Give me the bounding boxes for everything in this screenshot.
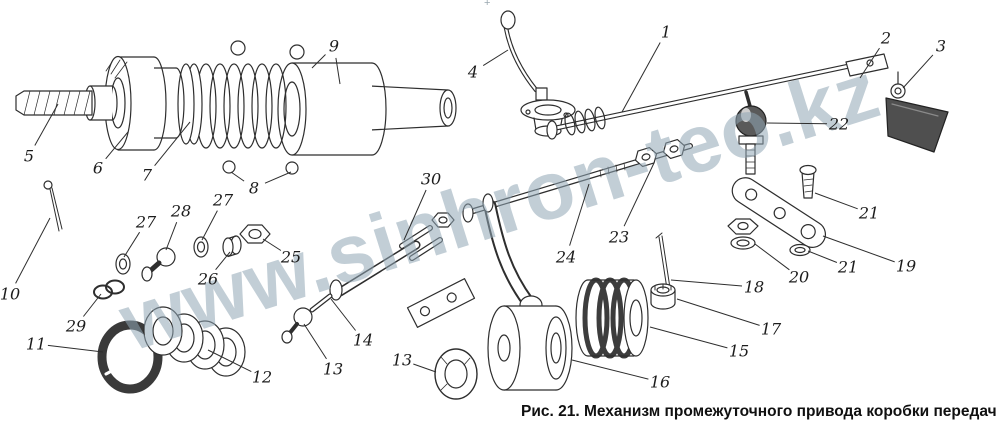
leader-line-17 [676, 298, 760, 326]
leader-line-13 [303, 323, 327, 360]
part-label-2: 2 [880, 28, 892, 48]
housing-cup [487, 305, 573, 391]
leader-line-19 [822, 235, 895, 263]
part-label-30: 30 [420, 169, 442, 189]
part-label-15: 15 [728, 341, 750, 361]
detent-ball [222, 160, 236, 174]
leader-line-30 [403, 189, 427, 241]
part-label-13: 13 [391, 350, 413, 370]
part-label-7: 7 [141, 165, 153, 185]
leader-line-27 [201, 210, 218, 241]
part-label-3: 3 [935, 36, 947, 56]
leader-line-21 [814, 192, 858, 210]
detent-ball [285, 161, 299, 175]
leader-line-7 [154, 121, 191, 167]
small-parts-row [93, 224, 271, 300]
part-label-11: 11 [25, 334, 47, 354]
leader-line-21 [807, 250, 838, 263]
part-label-10: 10 [0, 284, 21, 304]
leader-line-5 [34, 103, 59, 146]
nut-and-washer [727, 218, 759, 250]
part-label-17: 17 [760, 319, 782, 339]
part-label-23: 23 [608, 227, 630, 247]
part-label-27: 27 [135, 212, 157, 232]
part-label-22: 22 [828, 114, 850, 134]
leader-line-23 [623, 162, 655, 227]
part-label-25: 25 [280, 247, 302, 267]
part-label-14: 14 [352, 330, 374, 350]
part-label-26: 26 [197, 269, 219, 289]
leader-line-10 [15, 217, 51, 284]
leader-line-13 [413, 363, 437, 373]
part-label-27: 27 [212, 190, 234, 210]
leader-line-2 [859, 47, 880, 79]
rod-spring [564, 106, 606, 136]
lever-plate [731, 177, 826, 248]
leader-line-20 [754, 243, 790, 271]
leader-line-11 [47, 344, 104, 353]
part-label-24: 24 [555, 247, 577, 267]
drive-shaft-assembly [15, 40, 457, 175]
link-rod-fork [335, 212, 455, 297]
part-label-5: 5 [23, 146, 35, 166]
part-label-16: 16 [649, 372, 671, 392]
retainer-ring-large [97, 320, 163, 394]
part-label-21: 21 [837, 257, 859, 277]
leader-line-3 [902, 54, 934, 89]
castle-nut [650, 283, 676, 310]
part-label-21: 21 [858, 203, 880, 223]
leader-line-14 [330, 298, 356, 331]
support-bracket [885, 97, 949, 153]
leader-line-22 [766, 122, 828, 125]
mounting-bracket [406, 278, 476, 328]
adjusting-rod [462, 138, 693, 223]
leader-line-8 [264, 171, 292, 184]
registration-mark: + [484, 0, 491, 9]
leader-line-29 [83, 293, 102, 317]
bolt [799, 164, 817, 199]
spacer-ring [434, 348, 478, 400]
part-label-29: 29 [65, 316, 87, 336]
part-label-9: 9 [328, 36, 340, 56]
part-label-13: 13 [322, 359, 344, 379]
part-label-4: 4 [467, 62, 479, 82]
coil-spring [195, 63, 287, 149]
cotter-pin [43, 180, 63, 232]
detent-ball [289, 44, 305, 60]
figure-caption: Рис. 21. Механизм промежуточного привода… [521, 403, 997, 420]
shift-rod [546, 53, 949, 153]
ball-joint [735, 90, 767, 175]
leader-line-15 [649, 326, 728, 349]
part-label-20: 20 [788, 267, 810, 287]
part-label-6: 6 [92, 158, 104, 178]
leader-line-4 [482, 49, 509, 67]
ball-stud-link [281, 279, 343, 344]
leader-line-16 [571, 359, 649, 380]
detent-ball [230, 40, 246, 56]
leader-line-1 [621, 42, 661, 113]
split-pin [655, 232, 671, 290]
leader-line-28 [165, 222, 178, 251]
leader-line-8 [230, 171, 245, 182]
part-label-18: 18 [743, 277, 765, 297]
part-label-1: 1 [660, 22, 672, 42]
washer-small [789, 243, 811, 257]
leader-line-27 [123, 231, 141, 258]
part-label-12: 12 [251, 367, 273, 387]
part-label-28: 28 [170, 201, 192, 221]
leader-line-9 [335, 57, 341, 85]
part-label-19: 19 [895, 256, 917, 276]
leader-line-12 [207, 349, 252, 373]
leader-line-18 [670, 279, 743, 287]
part-label-8: 8 [248, 178, 260, 198]
ribbed-coupling [575, 277, 649, 359]
leader-line-25 [262, 238, 282, 251]
leader-line-24 [569, 183, 590, 246]
leader-line-6 [105, 131, 129, 160]
leader-line-26 [215, 251, 231, 271]
leader-line-9 [311, 54, 326, 69]
